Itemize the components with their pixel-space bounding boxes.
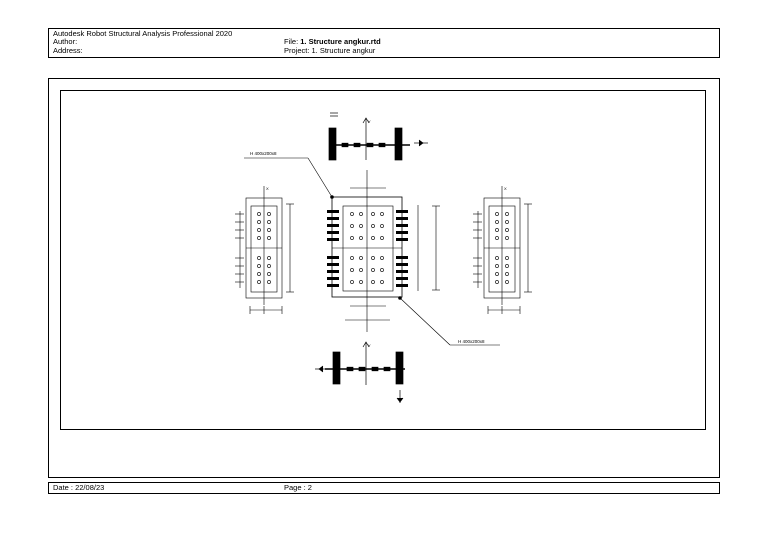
base-plate-view [331, 170, 440, 332]
axis-label-y-top: Y [368, 119, 371, 124]
report-header: Autodesk Robot Structural Analysis Profe… [48, 28, 720, 58]
software-name: Autodesk Robot Structural Analysis Profe… [53, 29, 233, 38]
plate-ribs-right [396, 210, 408, 287]
bottom-detail [315, 341, 405, 403]
file-info: File: 1. Structure angkur.rtd [284, 38, 381, 46]
address-label: Address: [53, 46, 83, 55]
drawing-frame [48, 78, 720, 478]
drawing-viewport [60, 90, 706, 430]
section-label-left: H 400x200x8 [250, 151, 277, 156]
left-dimension-ticks [235, 203, 294, 293]
right-dimension-ticks [473, 203, 532, 293]
left-side-view [239, 186, 291, 314]
project-name: Project: 1. Structure angkur [284, 46, 376, 55]
top-detail [328, 112, 428, 161]
axis-label-y-bottom: Y [368, 343, 371, 348]
section-leader-right [398, 296, 500, 346]
section-leader-left [244, 157, 334, 199]
section-label-right: H 400x200x8 [458, 339, 485, 344]
file-name: 1. Structure angkur.rtd [300, 37, 381, 46]
report-footer: Date : 22/08/23 Page : 2 [48, 482, 720, 494]
report-date: Date : 22/08/23 [53, 483, 105, 492]
file-label: File: [284, 37, 299, 46]
page-number: Page : 2 [284, 483, 312, 492]
axis-label-x-right: X [504, 186, 507, 191]
author-label: Author: [53, 37, 78, 46]
axis-label-x-left: X [266, 186, 269, 191]
right-side-view [477, 186, 529, 314]
plate-ribs-left [327, 210, 339, 287]
